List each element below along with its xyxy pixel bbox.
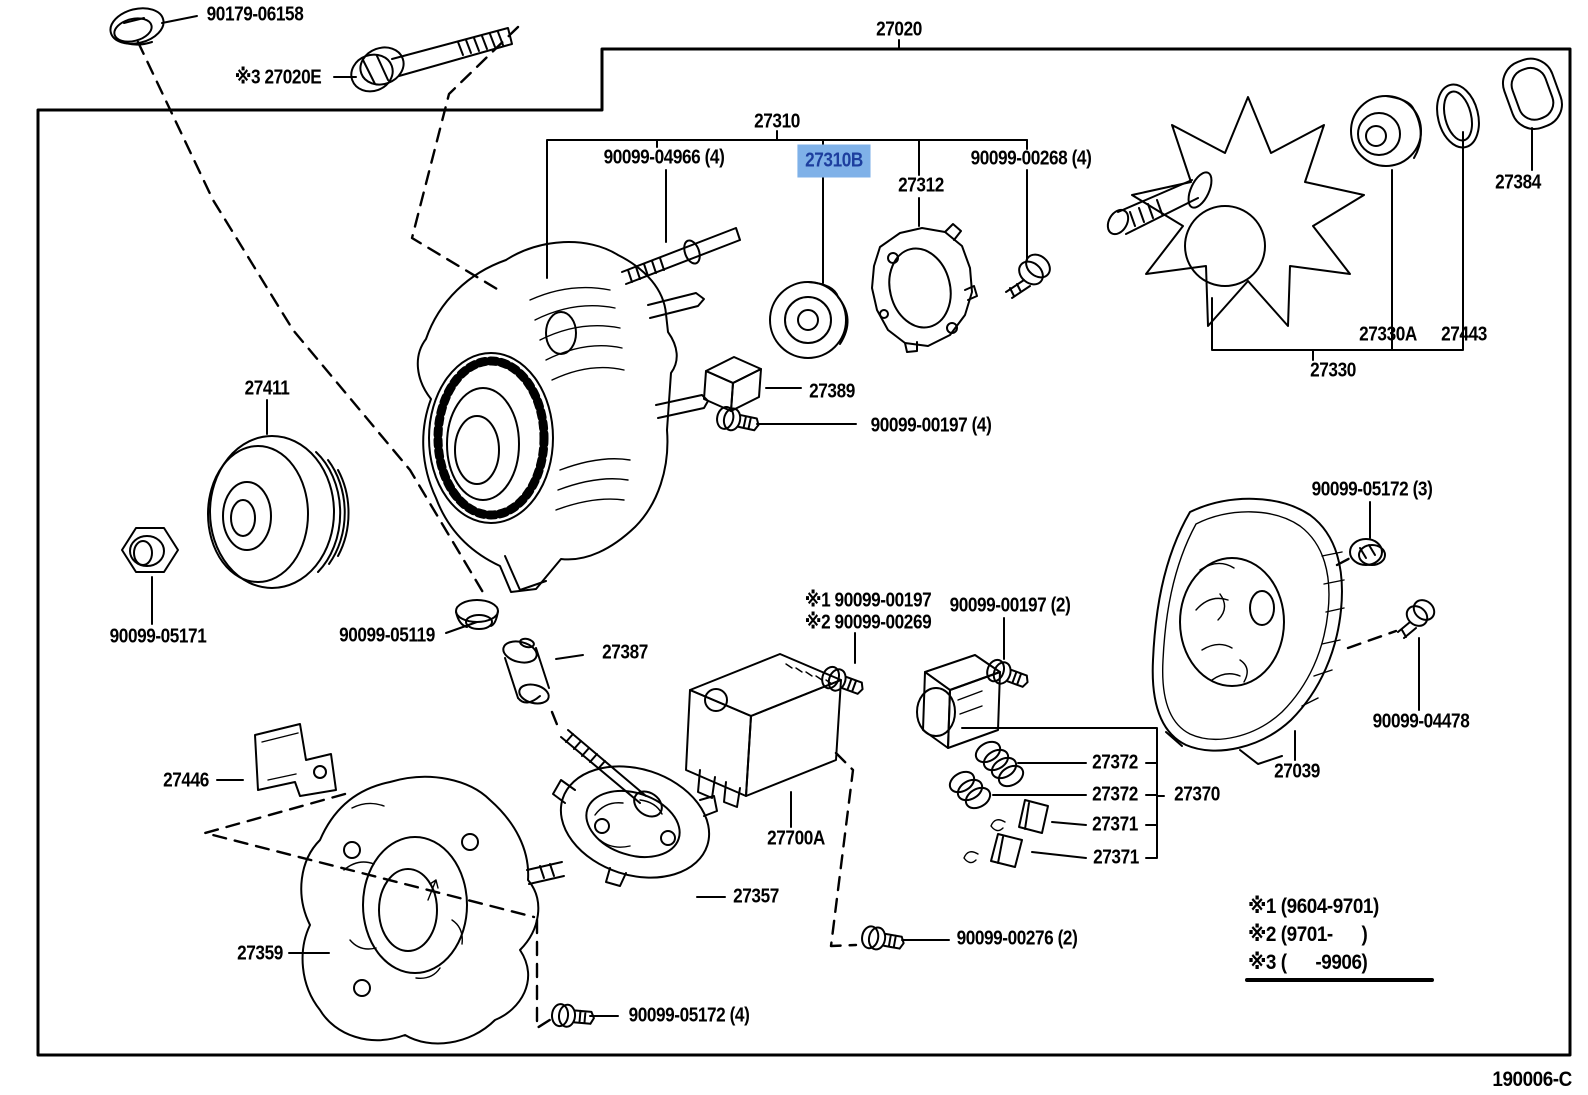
label-27310[interactable]: 27310 bbox=[754, 110, 800, 133]
assembly-border bbox=[36, 47, 1572, 1057]
label-27371-a[interactable]: 27371 bbox=[1092, 813, 1138, 836]
rectifier-stud-drawing bbox=[560, 729, 663, 818]
bolt-27020E-drawing bbox=[350, 27, 513, 93]
label-27384[interactable]: 27384 bbox=[1495, 171, 1541, 194]
nut-90099-05171-drawing bbox=[121, 527, 179, 573]
label-note1-90099-00197[interactable]: ※1 90099-00197 bbox=[804, 589, 932, 612]
legend-item-3: ※3 ( -9906) bbox=[1248, 951, 1368, 974]
oring-27443-drawing bbox=[1436, 83, 1480, 149]
pulley-27411-drawing bbox=[207, 435, 350, 589]
label-27330A[interactable]: 27330A bbox=[1359, 323, 1417, 346]
label-90099-04478[interactable]: 90099-04478 bbox=[1372, 710, 1470, 733]
label-27370[interactable]: 27370 bbox=[1174, 783, 1220, 806]
regulator-27700A-drawing bbox=[685, 653, 842, 808]
cover-27384-drawing bbox=[1502, 57, 1563, 130]
connector-27389-drawing bbox=[703, 356, 762, 412]
bearing-27310B-drawing bbox=[769, 281, 849, 359]
label-90099-05172-3[interactable]: 90099-05172 (3) bbox=[1311, 478, 1433, 501]
cover-27446-drawing bbox=[254, 723, 337, 797]
insulator-27387-drawing bbox=[502, 637, 550, 705]
label-27020E[interactable]: ※3 27020E bbox=[234, 66, 322, 89]
brush-holder-27370-drawing bbox=[916, 654, 1001, 749]
label-27387[interactable]: 27387 bbox=[602, 641, 648, 664]
brushes-drawing bbox=[963, 799, 1049, 868]
label-27700A[interactable]: 27700A bbox=[767, 827, 825, 850]
label-27443[interactable]: 27443 bbox=[1441, 323, 1487, 346]
bolt-90099-00268-drawing bbox=[1005, 253, 1051, 299]
brush-springs-drawing bbox=[948, 740, 1025, 810]
label-27446[interactable]: 27446 bbox=[163, 769, 209, 792]
label-27330[interactable]: 27330 bbox=[1310, 359, 1356, 382]
label-90099-04966-4[interactable]: 90099-04966 (4) bbox=[603, 146, 725, 169]
label-note2-90099-00269[interactable]: ※2 90099-00269 bbox=[804, 611, 932, 634]
label-90099-05119[interactable]: 90099-05119 bbox=[339, 624, 435, 647]
label-27372-b[interactable]: 27372 bbox=[1092, 783, 1138, 806]
bearing-27330A-drawing bbox=[1350, 95, 1422, 167]
legend: ※1 (9604-9701) ※2 (9701- ) ※3 ( -9906) bbox=[1248, 893, 1393, 977]
label-90099-00197-4[interactable]: 90099-00197 (4) bbox=[870, 414, 992, 437]
legend-item-2: ※2 (9701- ) bbox=[1248, 923, 1368, 946]
label-27411[interactable]: 27411 bbox=[244, 377, 290, 400]
rear-housing-27039-drawing bbox=[1151, 497, 1345, 765]
label-27371-b[interactable]: 27371 bbox=[1093, 846, 1139, 869]
rotor-27330-drawing bbox=[1106, 96, 1365, 327]
label-27310B-highlighted[interactable]: 27310B bbox=[797, 144, 871, 178]
front-bracket-27359-drawing bbox=[300, 775, 565, 1045]
legend-item-1: ※1 (9604-9701) bbox=[1248, 895, 1379, 918]
nut-90179-06158-drawing bbox=[109, 7, 165, 46]
retainer-27312-drawing bbox=[871, 223, 978, 353]
grommet-90099-05119-drawing bbox=[455, 599, 499, 630]
label-27039[interactable]: 27039 bbox=[1274, 760, 1320, 783]
leader-lines bbox=[151, 15, 1533, 1017]
dashed-assembly-lines bbox=[136, 25, 1398, 1030]
label-90099-05172-4[interactable]: 90099-05172 (4) bbox=[628, 1004, 750, 1027]
stud-90099-04966-drawing bbox=[621, 227, 741, 285]
rectifier-27357-drawing bbox=[552, 765, 718, 887]
alternator-housing-drawing bbox=[416, 241, 709, 593]
label-90099-00276-2[interactable]: 90099-00276 (2) bbox=[956, 927, 1078, 950]
label-27312[interactable]: 27312 bbox=[898, 174, 944, 197]
label-90099-05171[interactable]: 90099-05171 bbox=[109, 625, 207, 648]
label-27359[interactable]: 27359 bbox=[237, 942, 283, 965]
label-90099-00197-2[interactable]: 90099-00197 (2) bbox=[949, 594, 1071, 617]
label-90179-06158[interactable]: 90179-06158 bbox=[206, 3, 304, 26]
label-27372-a[interactable]: 27372 bbox=[1092, 751, 1138, 774]
label-27357[interactable]: 27357 bbox=[733, 885, 779, 908]
fastener-drawings bbox=[550, 404, 1436, 1031]
label-27020[interactable]: 27020 bbox=[876, 18, 922, 41]
label-27389[interactable]: 27389 bbox=[809, 380, 855, 403]
drawing-code: 190006-C bbox=[1492, 1068, 1572, 1091]
label-90099-00268-4[interactable]: 90099-00268 (4) bbox=[970, 147, 1092, 170]
